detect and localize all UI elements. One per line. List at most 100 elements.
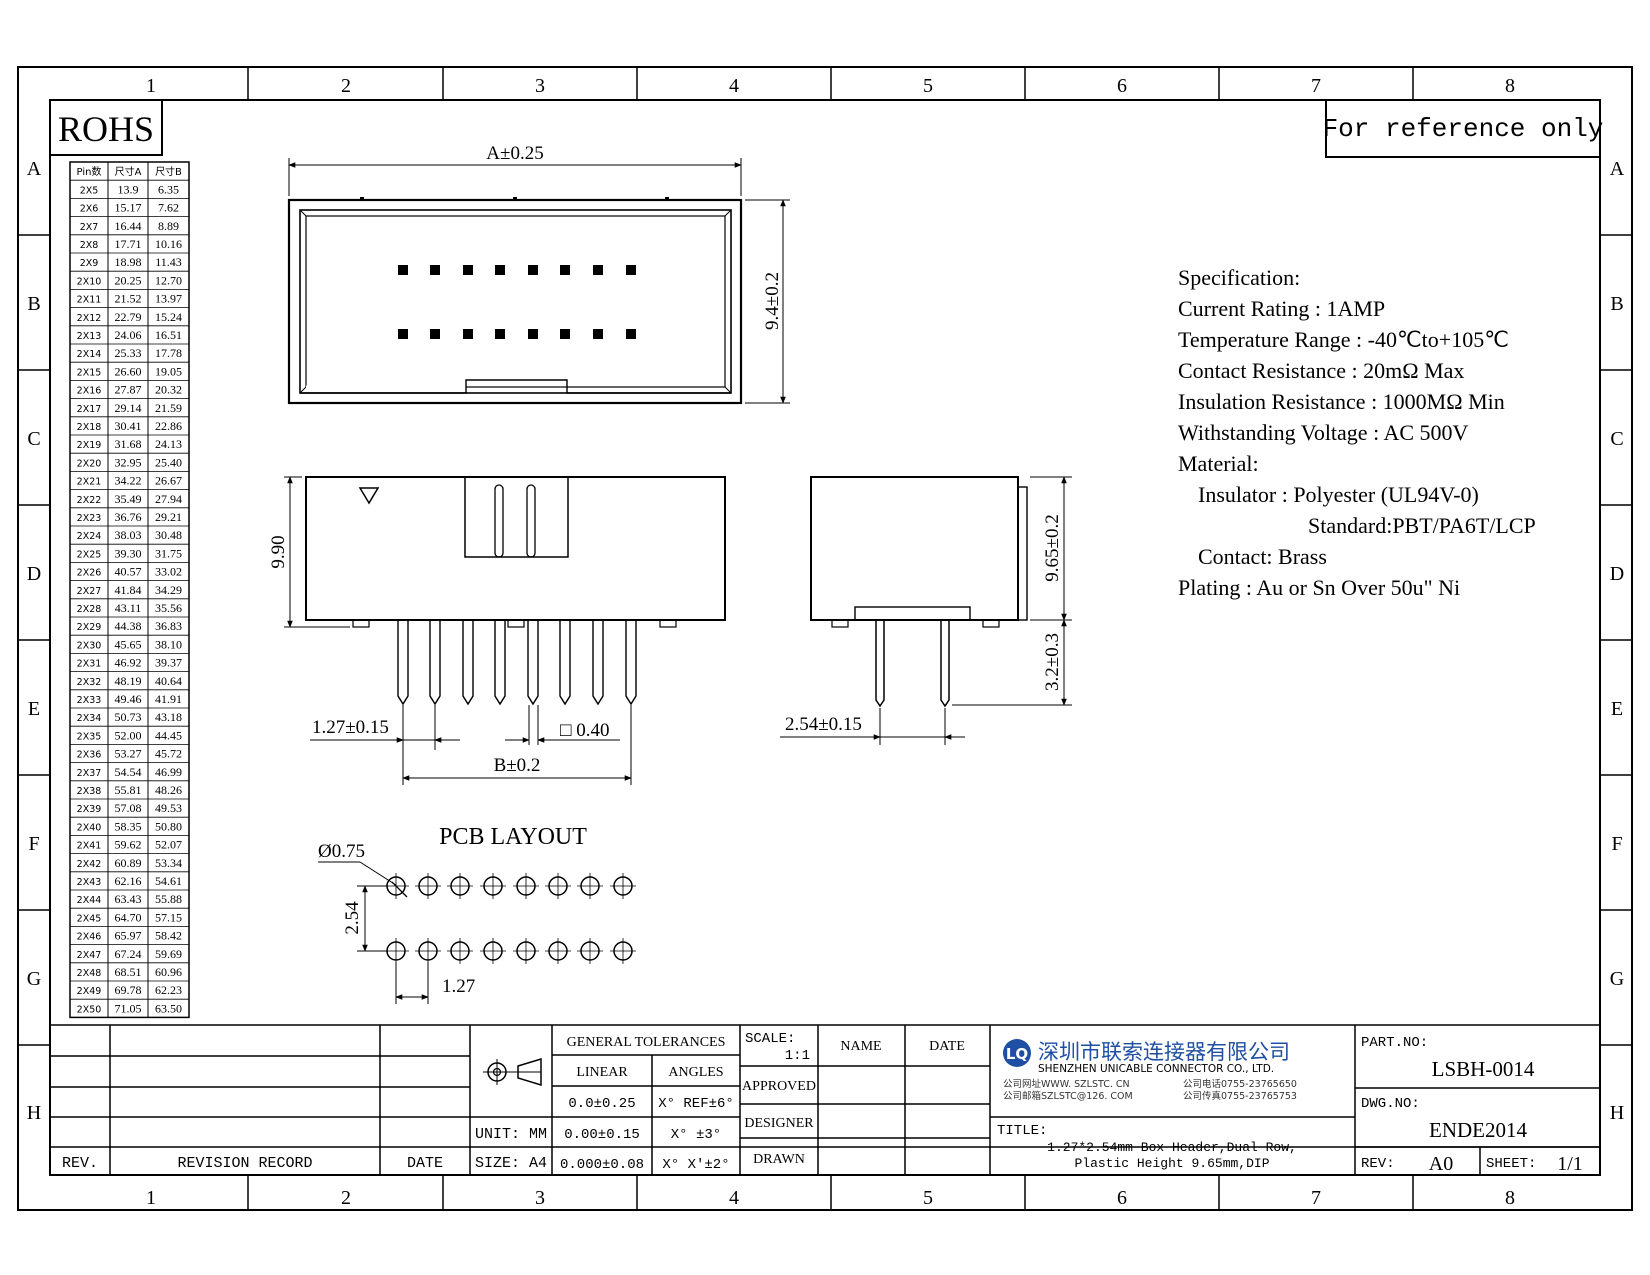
pin-table-cell: 2X49: [77, 986, 102, 997]
pin-leg: [559, 620, 571, 706]
zone-right-B: B: [1610, 293, 1623, 315]
pin-square: [463, 265, 473, 275]
spec-line: Withstanding Voltage : AC 500V: [1178, 420, 1469, 445]
pin-table-cell: 2X17: [77, 404, 102, 415]
pin-table-cell: 20.25: [115, 273, 142, 287]
zone-right-E: E: [1611, 698, 1623, 720]
pin-table-cell: 63.50: [155, 1001, 182, 1015]
pin-table-cell: 43.18: [155, 710, 182, 724]
pin-table-cell: 31.75: [155, 546, 182, 560]
pin-table-cell: 55.88: [155, 892, 182, 906]
spec-line: Material:: [1178, 451, 1259, 476]
pcb-layout-title: PCB LAYOUT: [439, 824, 587, 850]
spec-line: Insulation Resistance : 1000MΩ Min: [1178, 389, 1505, 414]
pin-table-cell: 71.05: [115, 1001, 142, 1015]
pin-table-cell: 17.78: [155, 346, 182, 360]
pin-table-cell: 2X6: [80, 204, 99, 215]
pin-square: [560, 329, 570, 339]
pin-table-cell: 2X24: [77, 531, 102, 542]
dim-b-label: B±0.2: [494, 755, 541, 776]
pcb-hole-label: Ø0.75: [318, 841, 365, 862]
front-view: [305, 476, 726, 706]
company-fax: 公司传真0755-23765753: [1183, 1090, 1297, 1102]
company-tel: 公司电话0755-23765650: [1183, 1078, 1297, 1090]
dim-3.2: 3.2±0.3: [952, 619, 1072, 706]
pin-table-header: 尺寸A: [115, 165, 142, 178]
pin-table-cell: 50.73: [115, 710, 142, 724]
pin-table-cell: 36.83: [155, 619, 182, 633]
dim-pitch-2.54: 2.54±0.15: [780, 708, 965, 745]
pin-table-cell: 22.79: [115, 310, 142, 324]
pin-table-cell: 33.02: [155, 565, 182, 579]
pin-table-cell: 39.37: [155, 656, 182, 670]
dim-9.65-label: 9.65±0.2: [1042, 514, 1063, 581]
revision-record-header: REVISION RECORD: [177, 1155, 312, 1172]
pin-table-cell: 2X50: [77, 1004, 102, 1015]
pin-table-cell: 60.89: [115, 856, 142, 870]
pin-table-cell: 19.05: [155, 364, 182, 378]
pin-table-cell: 2X8: [80, 240, 99, 251]
spec-line: Contact Resistance : 20mΩ Max: [1178, 358, 1464, 383]
pin-table-cell: 2X43: [77, 877, 102, 888]
zone-right-G: G: [1610, 968, 1624, 990]
zone-top-5: 5: [923, 75, 933, 97]
zone-left-A: A: [27, 158, 42, 180]
pin-table-cell: 20.32: [155, 383, 182, 397]
pin-table-cell: 7.62: [158, 201, 179, 215]
pin-table-cell: 2X13: [77, 331, 102, 342]
pin-table-cell: 16.51: [155, 328, 182, 342]
pin-table-cell: 2X19: [77, 440, 102, 451]
dim-3.2-label: 3.2±0.3: [1042, 633, 1063, 691]
pin-table-cell: 58.42: [155, 929, 182, 943]
pin-table-cell: 2X21: [77, 477, 102, 488]
zone-right-D: D: [1610, 563, 1624, 585]
spec-line: Current Rating : 1AMP: [1178, 296, 1385, 321]
pin-table-cell: 2X10: [77, 276, 102, 287]
zone-top-4: 4: [729, 75, 739, 97]
part-no-label: PART.NO:: [1361, 1035, 1428, 1051]
pin-leg: [592, 620, 604, 706]
pin-square: [398, 329, 408, 339]
pin-table-cell: 52.07: [155, 838, 182, 852]
pin-leg: [429, 620, 441, 706]
pin-table-cell: 27.94: [155, 492, 182, 506]
pin-table-cell: 39.30: [115, 546, 142, 560]
zone-right-H: H: [1610, 1102, 1624, 1124]
title-block: REV. REVISION RECORD DATE UNIT: MM SIZE:…: [50, 1024, 1600, 1175]
zone-top-7: 7: [1311, 75, 1321, 97]
pin-table-cell: 52.00: [115, 728, 142, 742]
pin-table-cell: 2X16: [77, 386, 102, 397]
zone-top-1: 1: [146, 75, 156, 97]
pin-table-cell: 38.10: [155, 637, 182, 651]
pin-table-cell: 2X40: [77, 822, 102, 833]
pin-table-cell: 53.27: [115, 747, 142, 761]
pin-table-cell: 59.62: [115, 838, 142, 852]
title-line-1: 1.27*2.54mm Box Header,Dual Row,: [1047, 1140, 1297, 1155]
dwg-no-label: DWG.NO:: [1361, 1096, 1420, 1112]
projection-symbol-icon: [483, 1057, 542, 1087]
pin-table-cell: 2X29: [77, 622, 102, 633]
company-web: 公司网址WWW. SZLSTC. CN: [1003, 1078, 1130, 1090]
specification-block: Specification:Current Rating : 1AMPTempe…: [1178, 265, 1536, 600]
zone-bottom-2: 2: [341, 1187, 351, 1209]
pin-square: [560, 265, 570, 275]
pin-table-cell: 32.95: [115, 455, 142, 469]
pin-table-header: Pin数: [77, 165, 102, 178]
pin-table-cell: 15.17: [115, 201, 142, 215]
rev-header: REV.: [62, 1155, 98, 1172]
pin-table-cell: 2X20: [77, 458, 102, 469]
pin-table-cell: 2X23: [77, 513, 102, 524]
pin-table-cell: 36.76: [115, 510, 142, 524]
dim-a-label: A±0.25: [486, 143, 543, 164]
zone-left-H: H: [27, 1102, 41, 1124]
pin-table-cell: 8.89: [158, 219, 179, 233]
angle-tolerance: X° ±3°: [671, 1127, 721, 1143]
pin-table-cell: 30.48: [155, 528, 182, 542]
pin-leg: [625, 620, 637, 706]
pin-table-cell: 13.97: [155, 292, 182, 306]
company-email: 公司邮箱SZLSTC@126. COM: [1003, 1090, 1133, 1102]
zone-bottom-7: 7: [1311, 1187, 1321, 1209]
unit-label: UNIT: MM: [475, 1126, 547, 1143]
spec-line: Contact: Brass: [1198, 544, 1327, 569]
pin-table-cell: 2X15: [77, 367, 102, 378]
